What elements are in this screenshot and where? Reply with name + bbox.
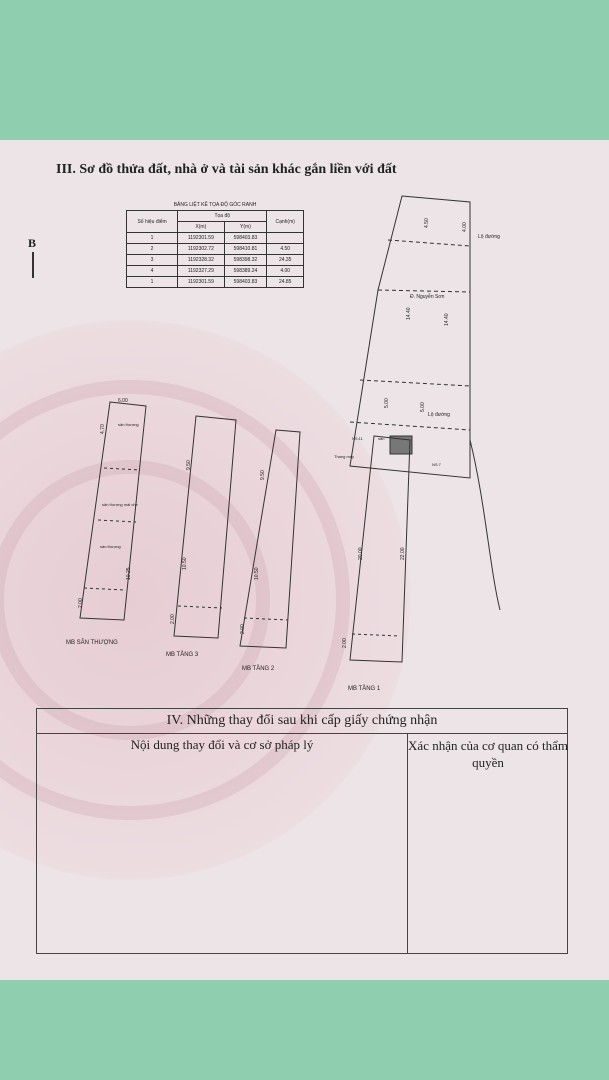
- plot-dashed-line: [377, 289, 471, 293]
- plot-dashed-line: [387, 239, 471, 247]
- dim-label: 14.40: [406, 307, 412, 320]
- floor2-outline: [239, 429, 301, 649]
- rooftop-dashed-line: [83, 587, 125, 591]
- floor2-dashed-line: [243, 617, 289, 621]
- floor3-outline: [173, 415, 237, 639]
- table-row: 1 1192301.59 598403.83 24.85: [125, 276, 304, 288]
- floor1-dashed-line: [351, 633, 401, 637]
- floor3-dashed-line: [177, 605, 223, 609]
- site-plot-outline: [349, 195, 471, 479]
- roof-area-label: sân thượng: [100, 544, 121, 549]
- side-mark-line: [32, 252, 34, 278]
- table-row: 2 1192302.72 598410.81 4.50: [125, 243, 304, 255]
- dim-label: 10.50: [254, 567, 260, 580]
- section4-col2-header: Xác nhận của cơ quan có thẩm quyền: [408, 738, 568, 770]
- plot-dashed-line: [349, 421, 471, 431]
- dim-label: 9.50: [186, 460, 192, 470]
- land-plot-drawing: Lộ đường Đ. Nguyễn Sơn Lộ đường 4.50 4.0…: [66, 195, 501, 692]
- dim-label: 2.00: [170, 614, 176, 624]
- dim-label: 22.00: [400, 547, 406, 560]
- dim-label: 2.00: [78, 598, 84, 608]
- road-label-top: Lộ đường: [478, 234, 500, 240]
- section4-title: IV. Những thay đổi sau khi cấp giấy chứn…: [37, 709, 567, 734]
- rooftop-dashed-line: [103, 467, 141, 471]
- dim-label: 9.50: [260, 470, 266, 480]
- section4-table: IV. Những thay đổi sau khi cấp giấy chứn…: [36, 708, 568, 954]
- side-mark: B: [28, 236, 37, 250]
- plot-dashed-line: [359, 379, 471, 387]
- curved-road-edge: [469, 439, 501, 611]
- dim-label: 4.00: [462, 222, 468, 232]
- section4-col-confirmation: Xác nhận của cơ quan có thẩm quyền: [408, 733, 568, 953]
- certificate-page: III. Sơ đồ thửa đất, nhà ở và tài sản kh…: [0, 140, 609, 980]
- floor1-label: MB TẦNG 1: [348, 685, 381, 692]
- street-label: Đ. Nguyễn Sơn: [410, 293, 445, 300]
- dim-label: 5.00: [420, 402, 426, 412]
- section4-col1-header: Nội dung thay đổi và cơ sở pháp lý: [130, 737, 314, 752]
- ns7-label: NS:7: [432, 462, 442, 467]
- roof-area-label: sân thượng mái che: [102, 502, 139, 507]
- coordinate-table-block: BẢNG LIỆT KÊ TỌA ĐỘ GÓC RANH Số hiệu điể…: [125, 202, 304, 288]
- coordinate-table-caption: BẢNG LIỆT KÊ TỌA ĐỘ GÓC RANH: [173, 202, 257, 208]
- hatched-area: [389, 435, 413, 455]
- table-row: 3 1192328.32 598398.32 24.35: [125, 254, 304, 266]
- note-label: Thang máy: [334, 454, 354, 459]
- dim-label: 6.00: [118, 398, 128, 404]
- dim-label: 10.50: [182, 557, 188, 570]
- floor2-label: MB TẦNG 2: [242, 665, 275, 672]
- road-label-bottom: Lộ đường: [428, 412, 450, 418]
- dim-label: 20.00: [358, 547, 364, 560]
- section3-title: III. Sơ đồ thửa đất, nhà ở và tài sản kh…: [56, 162, 397, 177]
- floor3-label: MB TẦNG 3: [166, 651, 199, 658]
- dim-label: 14.40: [444, 313, 450, 326]
- dim-label: 4.50: [424, 218, 430, 228]
- cell-y: 598403.83: [223, 276, 268, 288]
- roof-area-label: sân thượng: [118, 422, 139, 427]
- yard-label: sân: [378, 436, 384, 441]
- table-row: 4 1192327.29 598389.24 4.00: [125, 265, 304, 277]
- rooftop-outline: [79, 401, 147, 621]
- dim-label: 4.70: [100, 424, 106, 434]
- coordinate-table: Số hiệu điểm Tọa độ Cạnh(m) X(m) Y(m) 1 …: [125, 210, 304, 288]
- cell-point: 1: [125, 276, 179, 288]
- dim-label: 5.00: [384, 398, 390, 408]
- cell-x: 1192301.59: [177, 276, 225, 288]
- dim-label: 10.25: [126, 567, 132, 580]
- ns-label: NS:11: [352, 436, 364, 441]
- cell-edge: 24.85: [266, 276, 304, 288]
- floor1-outline: [349, 435, 411, 663]
- dim-label: 2.00: [342, 638, 348, 648]
- section4-col-changes: Nội dung thay đổi và cơ sở pháp lý: [37, 733, 408, 953]
- rooftop-label: MB SÂN THƯỢNG: [66, 639, 118, 646]
- rooftop-dashed-line: [97, 519, 137, 523]
- dim-label: 2.00: [240, 624, 246, 634]
